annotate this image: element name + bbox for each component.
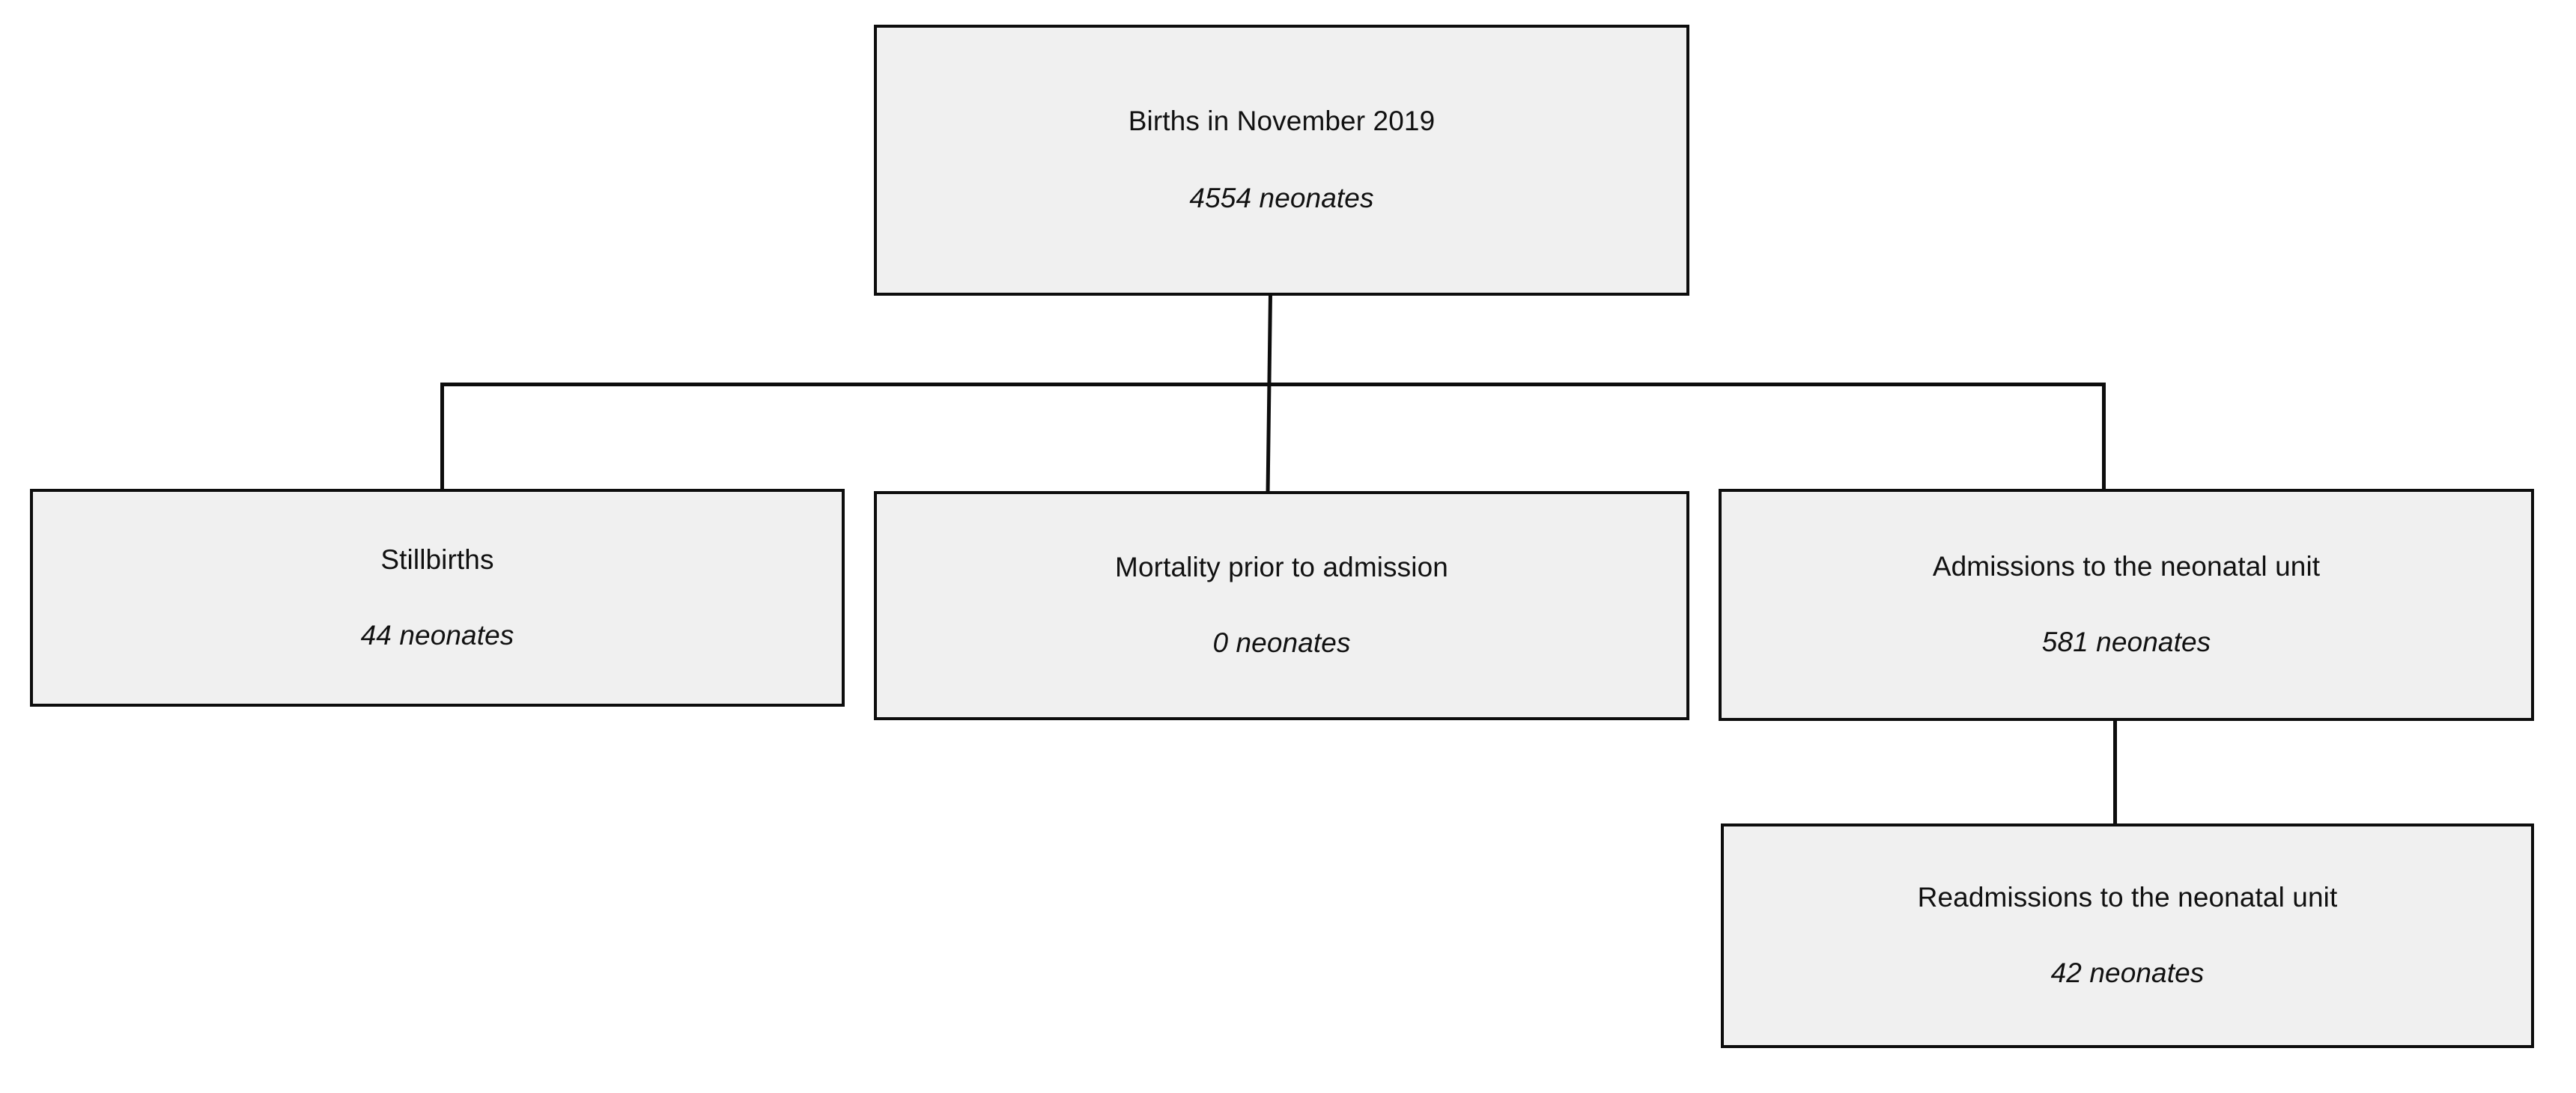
connector-admissions-to-readmissions bbox=[2113, 719, 2117, 826]
node-births-count: 4554 neonates bbox=[1189, 183, 1374, 213]
node-readmissions-count: 42 neonates bbox=[2050, 957, 2205, 988]
node-stillbirths-label: Stillbirths bbox=[380, 544, 494, 575]
node-readmissions-label: Readmissions to the neonatal unit bbox=[1917, 882, 2338, 913]
node-admissions-count: 581 neonates bbox=[2041, 627, 2211, 657]
node-admissions[interactable]: Admissions to the neonatal unit 581 neon… bbox=[1719, 489, 2534, 721]
node-readmissions[interactable]: Readmissions to the neonatal unit 42 neo… bbox=[1721, 823, 2534, 1048]
node-births-label: Births in November 2019 bbox=[1128, 106, 1436, 137]
connector-horizontal-bus bbox=[440, 383, 2106, 386]
node-stillbirths[interactable]: Stillbirths 44 neonates bbox=[30, 489, 845, 707]
node-mortality-prior-to-admission[interactable]: Mortality prior to admission 0 neonates bbox=[874, 491, 1689, 720]
node-births[interactable]: Births in November 2019 4554 neonates bbox=[874, 25, 1689, 296]
node-stillbirths-count: 44 neonates bbox=[360, 619, 514, 651]
connector-births-to-mortality bbox=[1266, 293, 1272, 496]
node-mortality-prior-to-admission-label: Mortality prior to admission bbox=[1115, 552, 1448, 583]
connector-bus-to-stillbirths bbox=[440, 383, 444, 492]
connector-bus-to-admissions bbox=[2102, 383, 2106, 492]
node-mortality-prior-to-admission-count: 0 neonates bbox=[1212, 627, 1351, 658]
node-admissions-label: Admissions to the neonatal unit bbox=[1932, 551, 2321, 582]
